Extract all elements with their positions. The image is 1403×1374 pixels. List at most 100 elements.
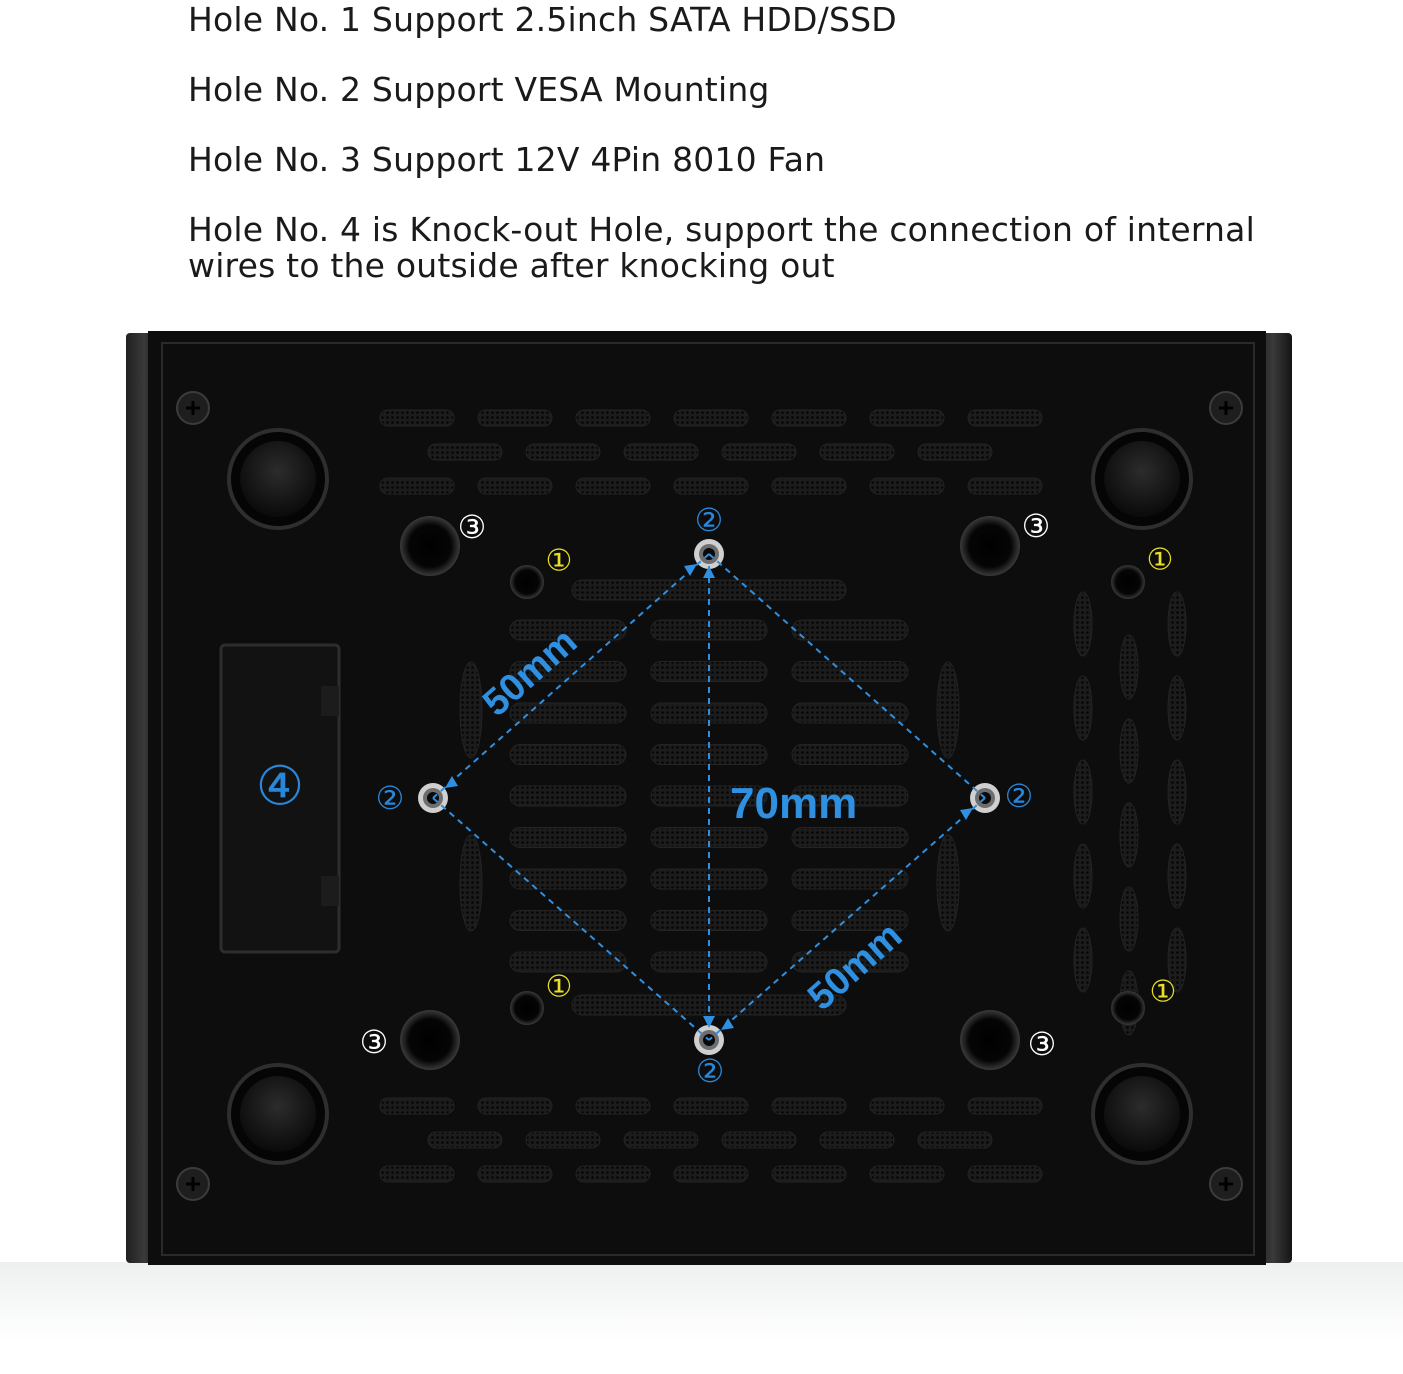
vent-slot <box>791 868 909 890</box>
case-panel-border <box>161 342 1255 1256</box>
vent-slot <box>791 910 909 931</box>
dimension-label-vertical: 70mm <box>730 779 857 828</box>
corner-screws <box>176 391 1243 1201</box>
screw-cross <box>186 401 200 415</box>
vent-slot <box>721 443 797 461</box>
vent-slot <box>477 1097 553 1115</box>
caption-hole-1: Hole No. 1 Support 2.5inch SATA HDD/SSD <box>188 0 897 39</box>
marker-hole1-bottom-right: ① <box>1150 975 1177 1010</box>
vent-slot <box>1073 843 1093 909</box>
vent-slot <box>791 827 909 848</box>
floor-reflection <box>0 1262 1403 1374</box>
vent-slot <box>967 477 1043 495</box>
vent-slot <box>477 1165 553 1183</box>
fan-holes <box>400 516 1020 1070</box>
marker-hole3-bottom-left: ③ <box>360 1023 389 1061</box>
vent-slot <box>967 1165 1043 1183</box>
vent-slot <box>791 785 909 807</box>
vent-slot <box>1167 675 1187 741</box>
vent-slot <box>623 1131 699 1149</box>
vent-slot <box>771 409 847 427</box>
vent-slot <box>1119 802 1139 868</box>
vent-slot <box>509 951 627 973</box>
vent-slot <box>1167 843 1187 909</box>
vent-slot <box>1073 591 1093 657</box>
vent-slot <box>936 834 960 932</box>
vent-slot <box>673 477 749 495</box>
screw-cross <box>1219 401 1233 415</box>
caption-hole-4-line-1: Hole No. 4 is Knock-out Hole, support th… <box>188 210 1255 249</box>
vent-slot <box>525 443 601 461</box>
vent-slot <box>791 619 909 641</box>
vent-slot <box>1119 718 1139 784</box>
vent-slot <box>509 661 627 682</box>
vent-slot <box>936 661 960 759</box>
vent-slot <box>477 409 553 427</box>
marker-hole3-top-right: ③ <box>1022 507 1051 545</box>
vent-slot <box>917 1131 993 1149</box>
vent-slot <box>917 443 993 461</box>
vent-slot <box>869 409 945 427</box>
vent-slot <box>869 1097 945 1115</box>
vent-slot <box>869 477 945 495</box>
marker-hole1-top-right: ① <box>1147 543 1174 578</box>
vent-slot <box>509 702 627 724</box>
caption-hole-3: Hole No. 3 Support 12V 4Pin 8010 Fan <box>188 140 826 179</box>
marker-hole3-top-left: ③ <box>458 508 487 546</box>
vent-slot <box>721 1131 797 1149</box>
vent-slot <box>509 744 627 765</box>
vent-slot <box>1119 634 1139 700</box>
vent-slot <box>459 661 483 759</box>
vent-slot <box>650 619 768 641</box>
vent-slot <box>869 1165 945 1183</box>
vent-slot <box>575 1165 651 1183</box>
caption-hole-2: Hole No. 2 Support VESA Mounting <box>188 70 770 109</box>
vent-slot <box>673 1165 749 1183</box>
vent-slot <box>379 1097 455 1115</box>
rubber-feet <box>227 428 1193 1165</box>
vent-slot <box>650 827 768 848</box>
vent-slot <box>575 409 651 427</box>
vent-slot <box>791 951 909 973</box>
vent-slot <box>1073 759 1093 825</box>
marker-hole2-bottom: ② <box>696 1052 725 1090</box>
caption-hole-4-line-2: wires to the outside after knocking out <box>188 246 835 285</box>
marker-hole2-left: ② <box>376 779 405 817</box>
vent-slot <box>791 661 909 682</box>
vent-slot <box>477 477 553 495</box>
knock-out-plate <box>219 643 341 954</box>
vent-slot <box>967 1097 1043 1115</box>
vent-slot <box>379 409 455 427</box>
vent-slot <box>379 477 455 495</box>
vent-slot <box>791 744 909 765</box>
vent-slot <box>771 477 847 495</box>
vent-slot <box>575 477 651 495</box>
vent-slot <box>819 443 895 461</box>
vent-slot <box>509 785 627 807</box>
vent-slot <box>427 1131 503 1149</box>
vent-slot <box>673 409 749 427</box>
vent-slot <box>509 619 627 641</box>
vent-slot <box>791 702 909 724</box>
vent-slot <box>1167 927 1187 993</box>
vent-slot <box>427 443 503 461</box>
screw-cross <box>186 1177 200 1191</box>
vent-slot <box>623 443 699 461</box>
hole-markers: ③ ③ ③ ③ ① ① ① ① ② ② ② ② ④ <box>256 501 1177 1090</box>
caption-hole-4: Hole No. 4 is Knock-out Hole, support th… <box>188 212 1255 284</box>
vent-slot <box>509 868 627 890</box>
vent-slot <box>525 1131 601 1149</box>
vent-slots <box>379 409 1187 1183</box>
marker-hole2-top: ② <box>695 501 724 539</box>
marker-hole2-right: ② <box>1005 777 1034 815</box>
vent-slot <box>819 1131 895 1149</box>
vent-slot <box>967 409 1043 427</box>
vent-slot <box>1167 591 1187 657</box>
ssd-holes <box>510 565 1145 1025</box>
screw-cross <box>1219 1177 1233 1191</box>
vent-slot <box>1073 675 1093 741</box>
marker-hole1-top-left: ① <box>546 544 573 579</box>
dimension-arrows <box>445 564 973 1030</box>
vesa-dimension-lines <box>432 553 986 1041</box>
